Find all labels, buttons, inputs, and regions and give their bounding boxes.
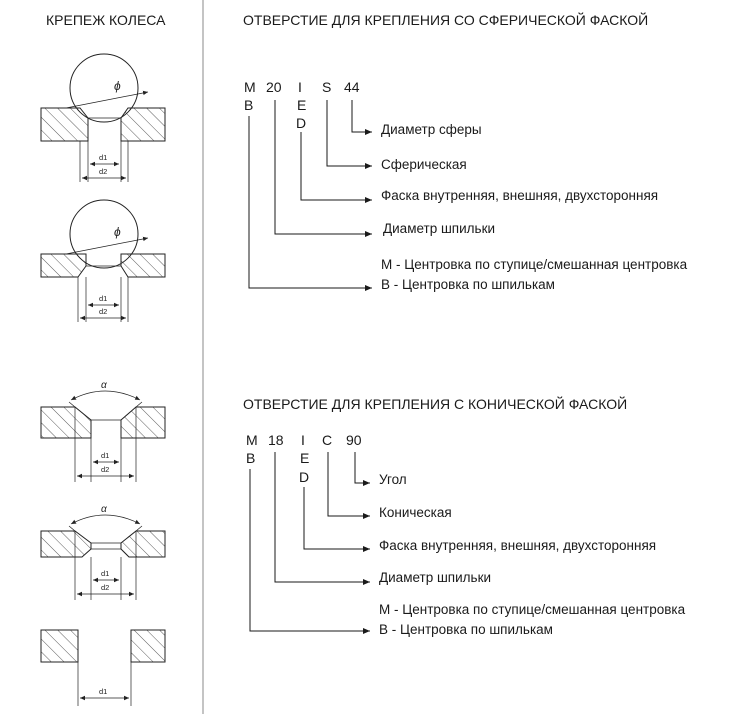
code-d: D	[296, 115, 306, 131]
code-b: B	[246, 450, 255, 466]
legend-spherical: Сферическая	[381, 157, 467, 172]
code-b: B	[244, 97, 253, 113]
figure-spherical-top-chamfer: ϕ d1 d2	[40, 53, 166, 182]
d2-label: d2	[101, 465, 109, 474]
legend-chamfer-type: Фаска внутренняя, внешняя, двухсторонняя	[379, 538, 656, 553]
legend-chamfer-type: Фаска внутренняя, внешняя, двухсторонняя	[381, 188, 658, 203]
d2-label: d2	[99, 167, 107, 176]
d2-label: d2	[99, 307, 107, 316]
code-e: E	[297, 97, 306, 113]
code-angle: 90	[346, 432, 362, 448]
left-panel-title: КРЕПЕЖ КОЛЕСА	[46, 12, 166, 28]
spherical-title: ОТВЕРСТИЕ ДЛЯ КРЕПЛЕНИЯ СО СФЕРИЧЕСКОЙ Ф…	[243, 11, 648, 28]
d2-label: d2	[101, 583, 109, 592]
d1-label: d1	[99, 153, 107, 162]
conical-title: ОТВЕРСТИЕ ДЛЯ КРЕПЛЕНИЯ С КОНИЧЕСКОЙ ФАС…	[243, 395, 627, 412]
diameter-label: ϕ	[114, 79, 121, 93]
code-s: S	[322, 79, 331, 95]
legend-sphere-diameter: Диаметр сферы	[381, 122, 482, 137]
spherical-connectors	[248, 100, 372, 291]
angle-label: α	[101, 504, 107, 515]
code-sphere-diameter: 44	[344, 79, 360, 95]
figure-spherical-bottom-chamfer: ϕ d1 d2	[40, 199, 166, 322]
spherical-legend: Диаметр сферы Сферическая Фаска внутренн…	[381, 122, 688, 292]
spherical-code: M B 20 I E D S 44	[244, 79, 360, 131]
legend-conical: Коническая	[379, 505, 452, 520]
legend-hub-centering: M - Центровка по ступице/смешанная центр…	[381, 257, 688, 272]
figure-conical-double-chamfer: α d1 d2	[40, 504, 166, 600]
legend-stud-diameter: Диаметр шпильки	[383, 221, 495, 236]
legend-hub-centering: M - Центровка по ступице/смешанная центр…	[379, 602, 686, 617]
d1-label: d1	[101, 451, 109, 460]
code-c: C	[322, 432, 332, 448]
legend-stud-centering: B - Центровка по шпилькам	[381, 277, 555, 292]
code-diameter: 18	[268, 432, 284, 448]
conical-connectors	[249, 452, 370, 634]
diameter-label: ϕ	[114, 225, 121, 239]
d1-label: d1	[99, 687, 107, 696]
conical-legend: Угол Коническая Фаска внутренняя, внешня…	[379, 472, 686, 637]
figure-conical-top-chamfer: α d1 d2	[40, 380, 166, 482]
angle-label: α	[101, 380, 107, 391]
code-diameter: 20	[266, 79, 282, 95]
code-m: M	[244, 79, 256, 95]
figure-plain-hole: d1	[40, 629, 166, 706]
legend-angle: Угол	[379, 472, 407, 487]
d1-label: d1	[99, 294, 107, 303]
conical-code: M B 18 I E D C 90	[246, 432, 362, 485]
legend-stud-centering: B - Центровка по шпилькам	[379, 622, 553, 637]
code-e: E	[300, 450, 309, 466]
code-i: I	[298, 79, 302, 95]
code-m: M	[246, 432, 258, 448]
legend-stud-diameter: Диаметр шпильки	[379, 570, 491, 585]
code-i: I	[301, 432, 305, 448]
d1-label: d1	[101, 569, 109, 578]
code-d: D	[299, 469, 309, 485]
